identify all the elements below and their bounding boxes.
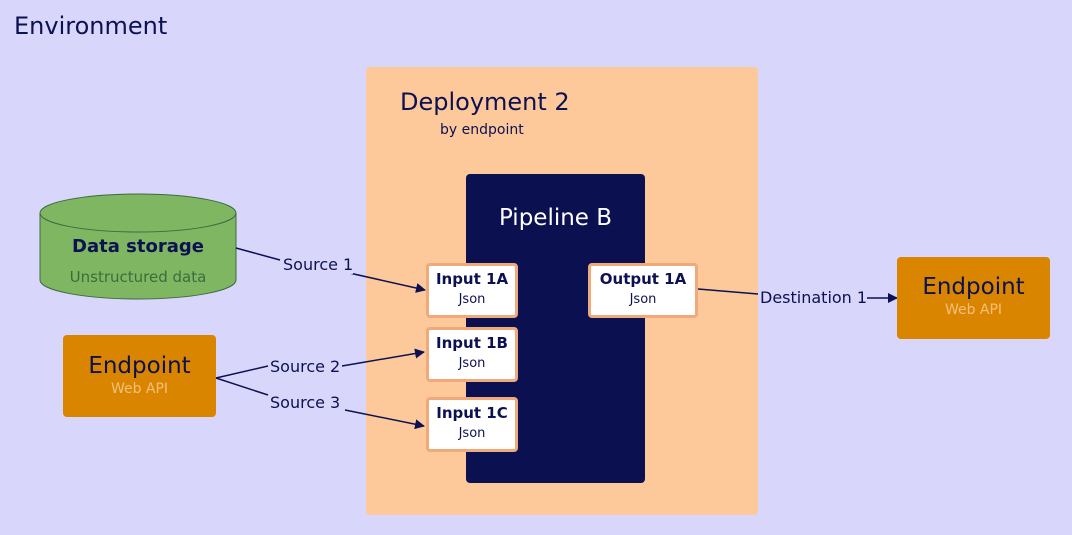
input-1a-title: Input 1A [435, 270, 509, 288]
output-1a-format: Json [629, 292, 657, 307]
input-1b-title: Input 1B [436, 334, 508, 352]
deployment-subtitle: by endpoint [440, 122, 524, 138]
data-storage-subtitle: Unstructured data [69, 268, 207, 286]
output-1a-port: Output 1A Json [588, 263, 698, 318]
endpoint-left-title: Endpoint [88, 353, 191, 379]
endpoint-right-subtitle: Web API [944, 302, 1003, 318]
source1-line-a [235, 247, 281, 261]
endpoint-right: Endpoint Web API [897, 257, 1050, 339]
output-1a-title: Output 1A [599, 270, 687, 288]
input-1c-title: Input 1C [436, 404, 508, 422]
deployment-title: Deployment 2 [400, 88, 570, 116]
source3-label: Source 3 [270, 393, 341, 412]
destination1-label: Destination 1 [760, 288, 868, 307]
data-storage-title: Data storage [72, 236, 204, 257]
destination1-line-a [697, 288, 759, 295]
environment-title: Environment [14, 12, 168, 40]
input-1b-port: Input 1B Json [426, 327, 518, 382]
endpoint-right-title: Endpoint [922, 274, 1025, 300]
source3-line-a [215, 377, 269, 396]
input-1c-port: Input 1C Json [426, 397, 518, 452]
endpoint-left: Endpoint Web API [63, 335, 216, 417]
source1-line-b [344, 271, 426, 293]
source2-line-b [341, 348, 425, 367]
source1-label: Source 1 [283, 255, 354, 274]
input-1b-format: Json [458, 356, 486, 371]
input-1a-port: Input 1A Json [426, 263, 518, 318]
source3-line-b [344, 409, 425, 430]
source2-line-a [215, 365, 269, 379]
data-storage-cylinder [39, 193, 237, 300]
pipeline-title: Pipeline B [498, 205, 613, 231]
source2-label: Source 2 [270, 357, 341, 376]
input-1c-format: Json [458, 426, 486, 441]
endpoint-left-subtitle: Web API [110, 381, 169, 397]
input-1a-format: Json [458, 292, 486, 307]
